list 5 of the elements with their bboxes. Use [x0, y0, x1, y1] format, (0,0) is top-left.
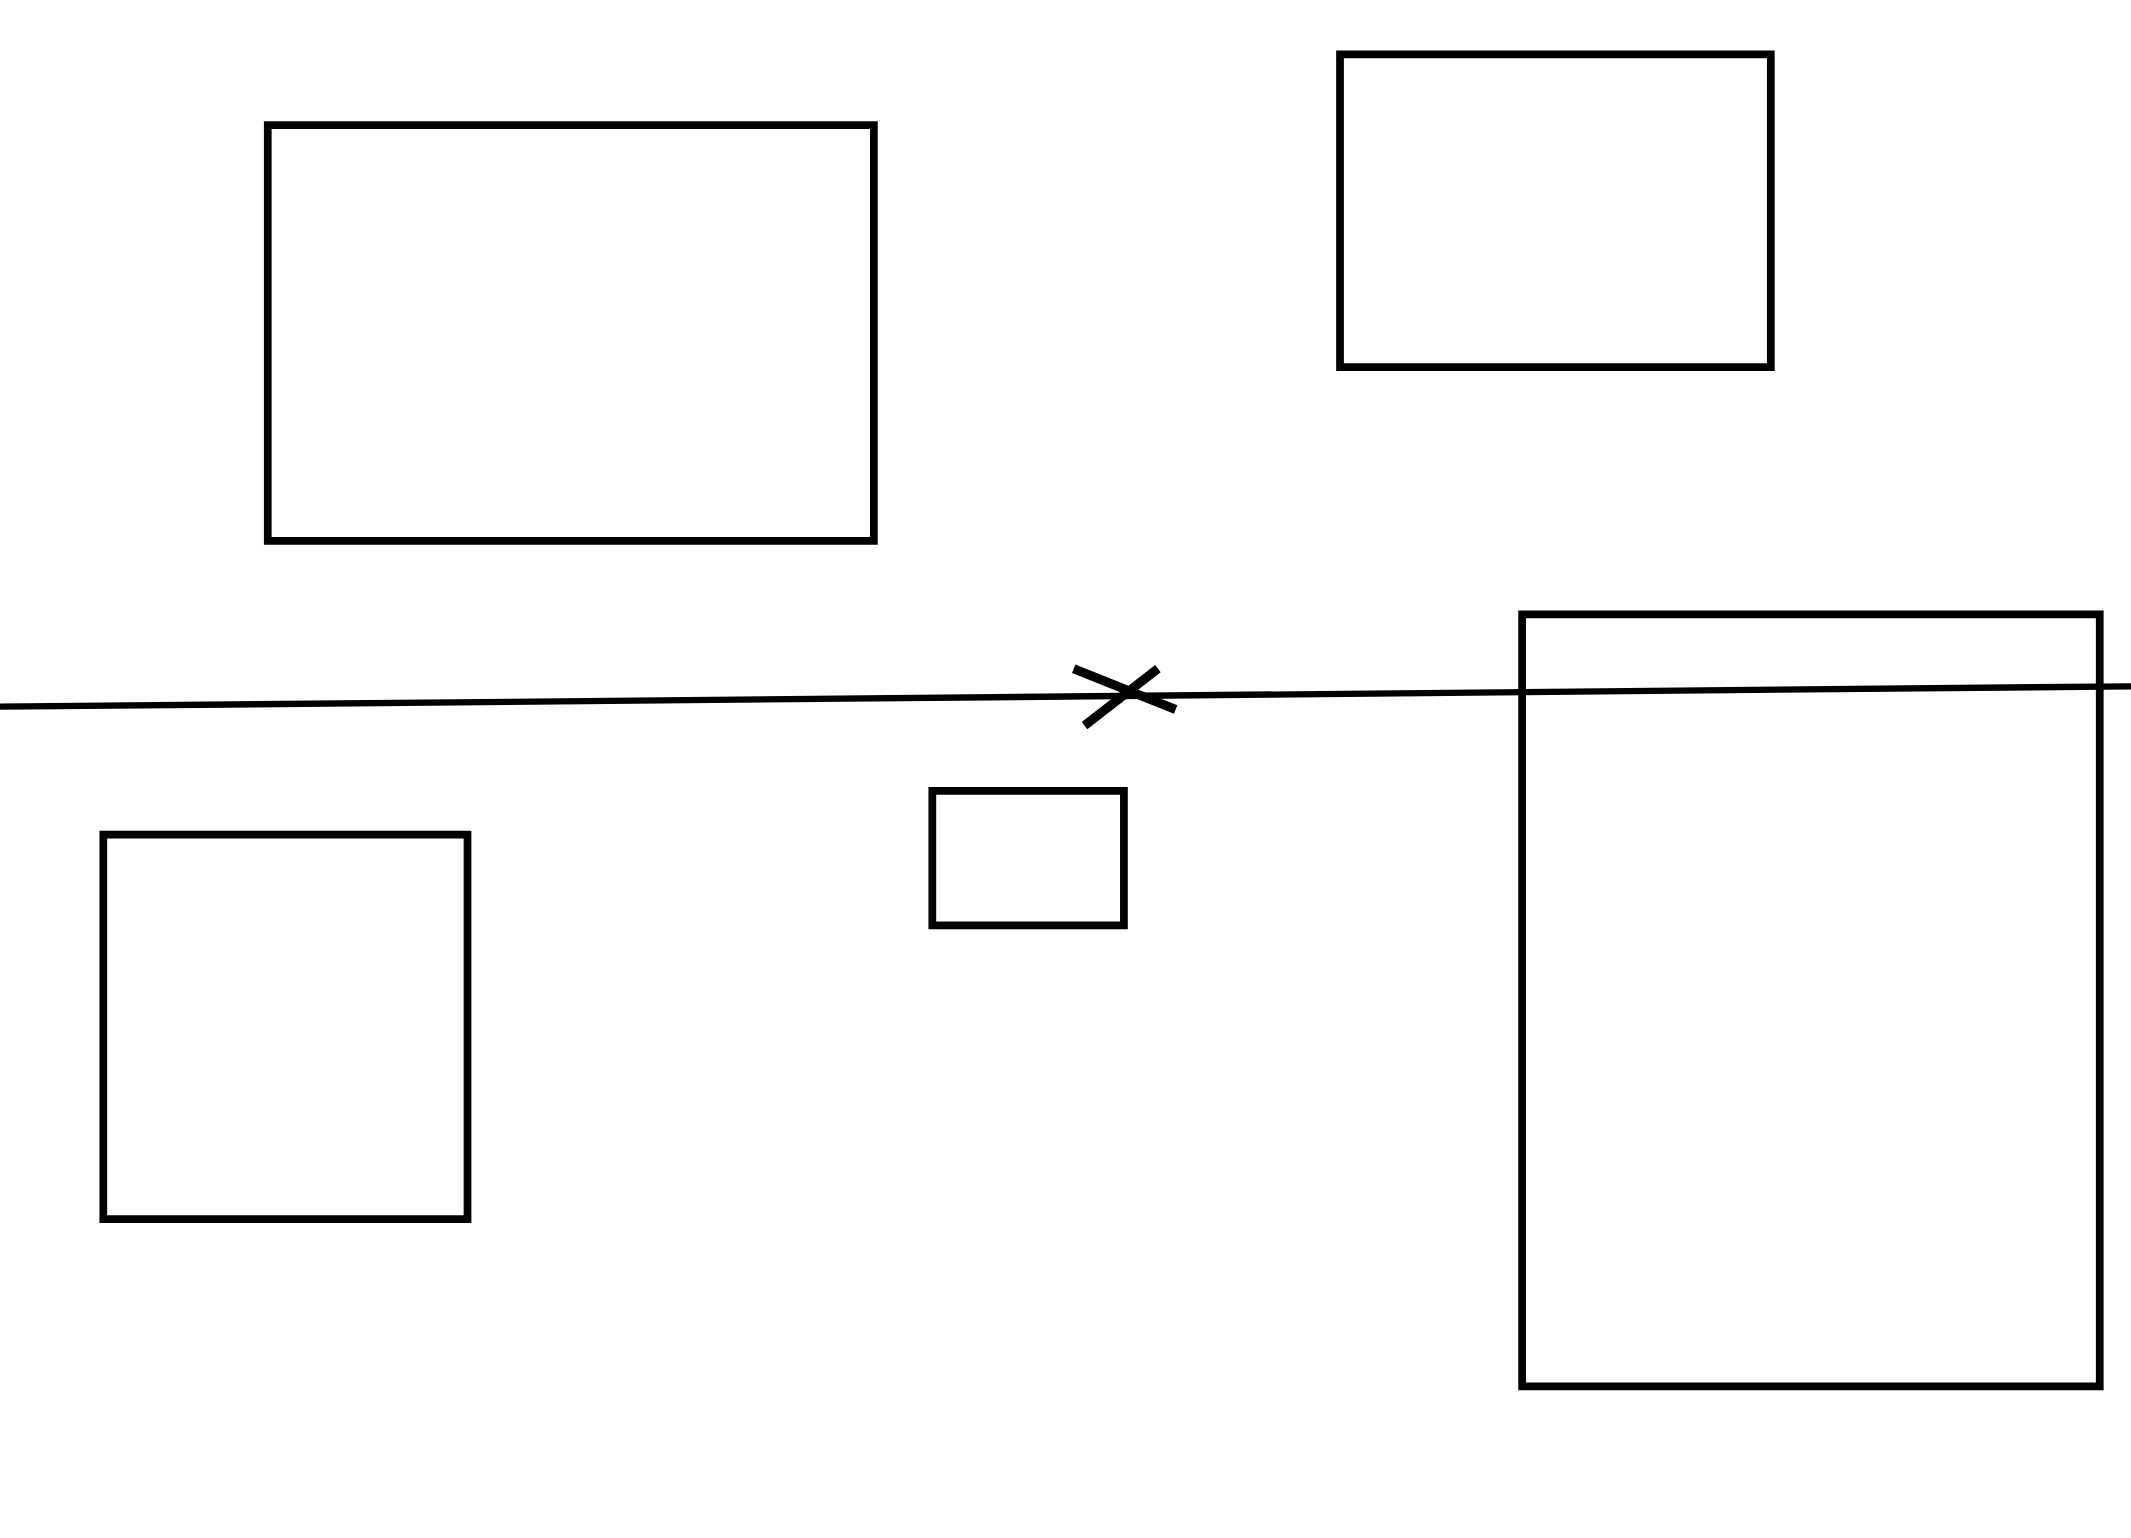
empty-box: [928, 787, 1128, 930]
empty-box: [1518, 610, 2104, 1391]
empty-box: [1336, 50, 1775, 371]
empty-box: [99, 830, 472, 1223]
empty-box: [263, 121, 878, 545]
